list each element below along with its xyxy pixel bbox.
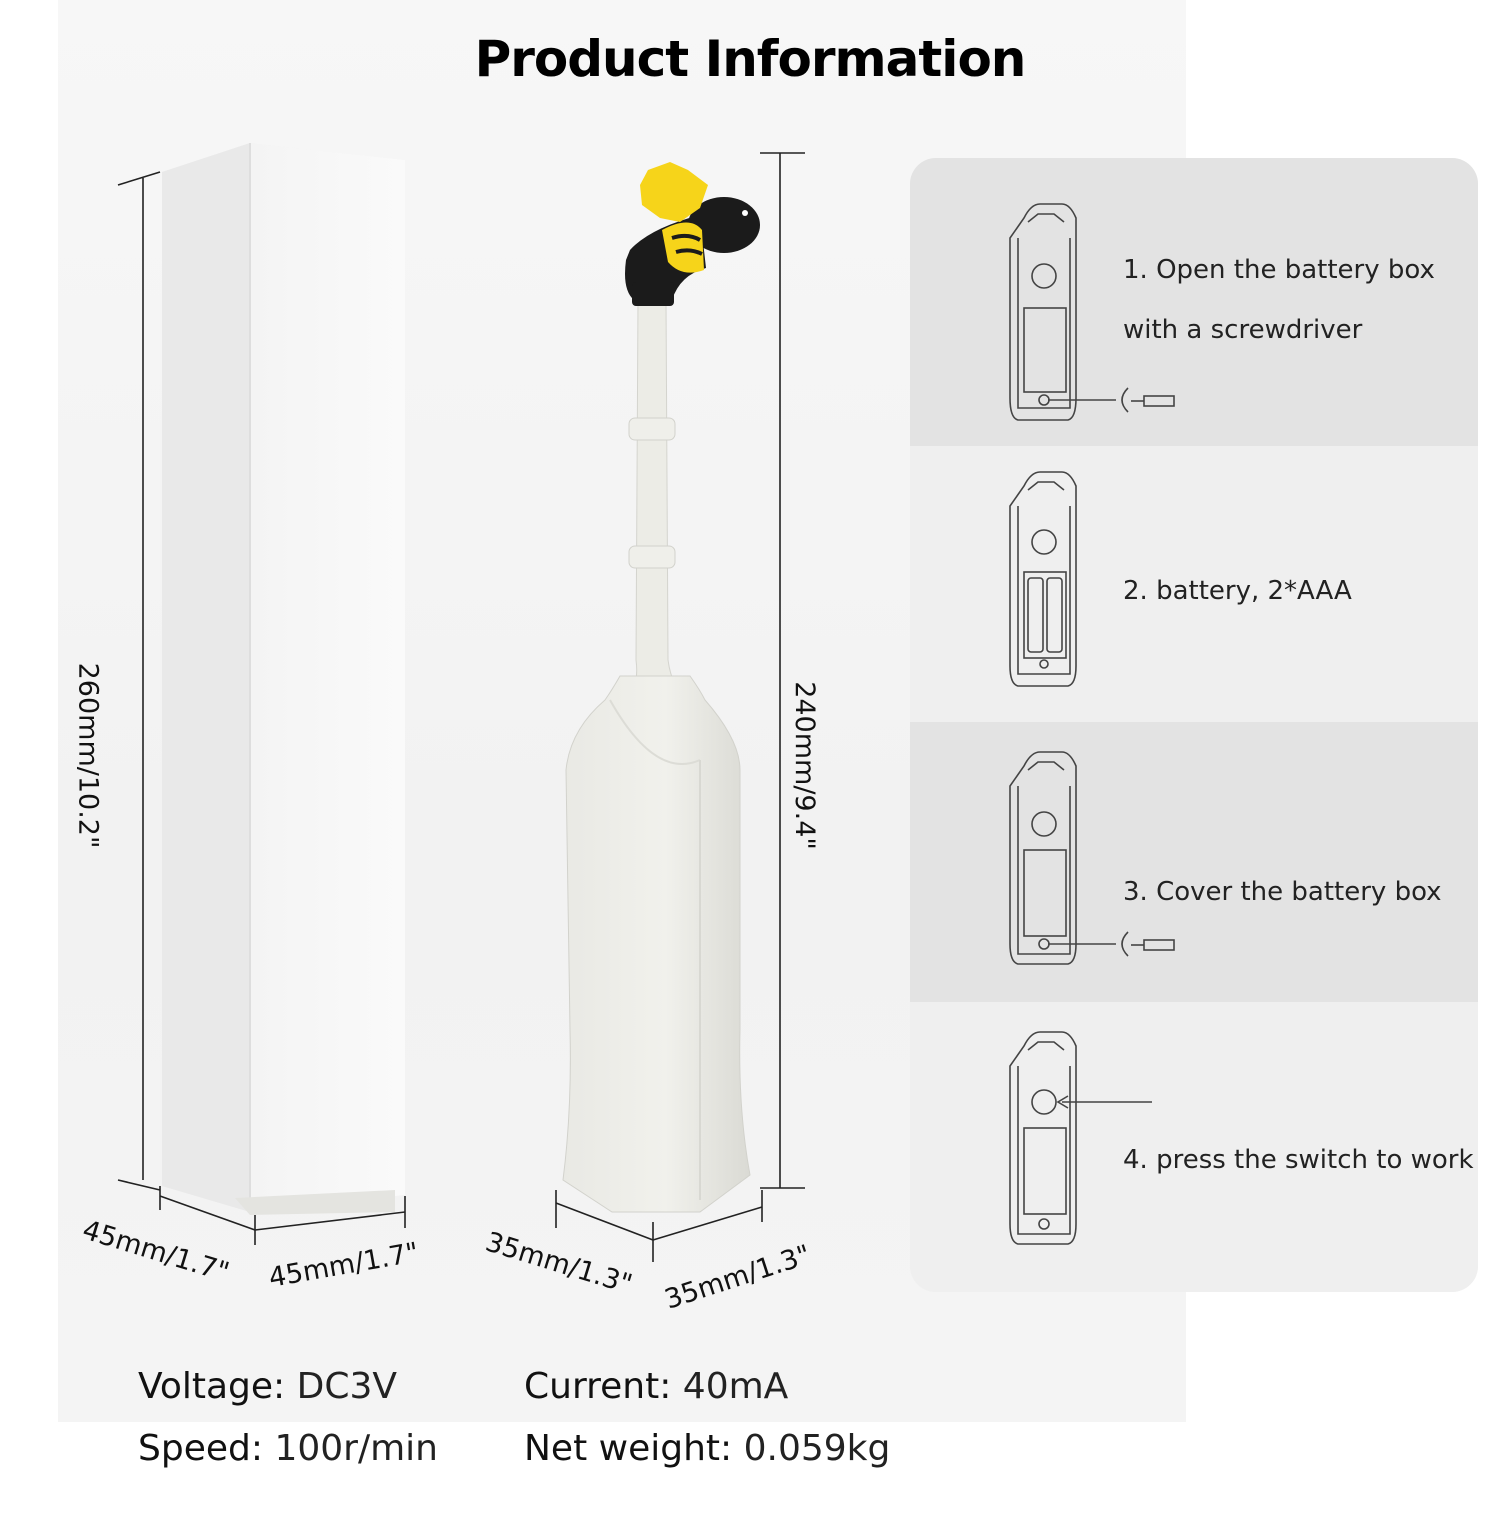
step-4: 4. press the switch to work xyxy=(910,1002,1478,1292)
remote-switch-arrow-icon xyxy=(1009,1031,1152,1245)
step-3-line-1: 3. Cover the battery box xyxy=(1123,877,1442,907)
current-spec: Current: 40mA xyxy=(524,1366,788,1407)
remote-with-batteries-icon xyxy=(1009,471,1077,687)
step-1-line-1: 1. Open the battery box xyxy=(1123,255,1435,285)
step-2-line-1: 2. battery, 2*AAA xyxy=(1123,576,1352,606)
step-1: 1. Open the battery box with a screwdriv… xyxy=(910,158,1478,446)
speed-spec: Speed: 100r/min xyxy=(138,1428,438,1469)
installation-steps-panel: 1. Open the battery box with a screwdriv… xyxy=(910,158,1478,1292)
voltage-label: Voltage: xyxy=(138,1366,286,1407)
step-1-line-2: with a screwdriver xyxy=(1123,315,1363,345)
step-2: 2. battery, 2*AAA xyxy=(910,446,1478,722)
box-height-label: 260mm/10.2" xyxy=(72,662,104,849)
remote-with-screwdriver-icon xyxy=(1009,203,1175,421)
weight-spec: Net weight: 0.059kg xyxy=(524,1428,890,1469)
page-title: Product Information xyxy=(474,30,1027,88)
weight-label: Net weight: xyxy=(524,1428,733,1469)
remote-closed-screwdriver-icon xyxy=(1009,751,1175,965)
dimension-lines xyxy=(117,152,805,1262)
voltage-spec: Voltage: DC3V xyxy=(138,1366,397,1407)
weight-value: 0.059kg xyxy=(743,1428,891,1469)
current-label: Current: xyxy=(524,1366,672,1407)
voltage-value: DC3V xyxy=(296,1366,398,1407)
packaging-box xyxy=(162,143,405,1215)
speed-label: Speed: xyxy=(138,1428,263,1469)
product-height-label: 240mm/9.4" xyxy=(788,681,820,850)
step-4-line-1: 4. press the switch to work xyxy=(1123,1145,1474,1175)
bee-toothbrush xyxy=(562,162,760,1213)
step-3: 3. Cover the battery box xyxy=(910,722,1478,1002)
current-value: 40mA xyxy=(682,1366,789,1407)
speed-value: 100r/min xyxy=(274,1428,438,1469)
